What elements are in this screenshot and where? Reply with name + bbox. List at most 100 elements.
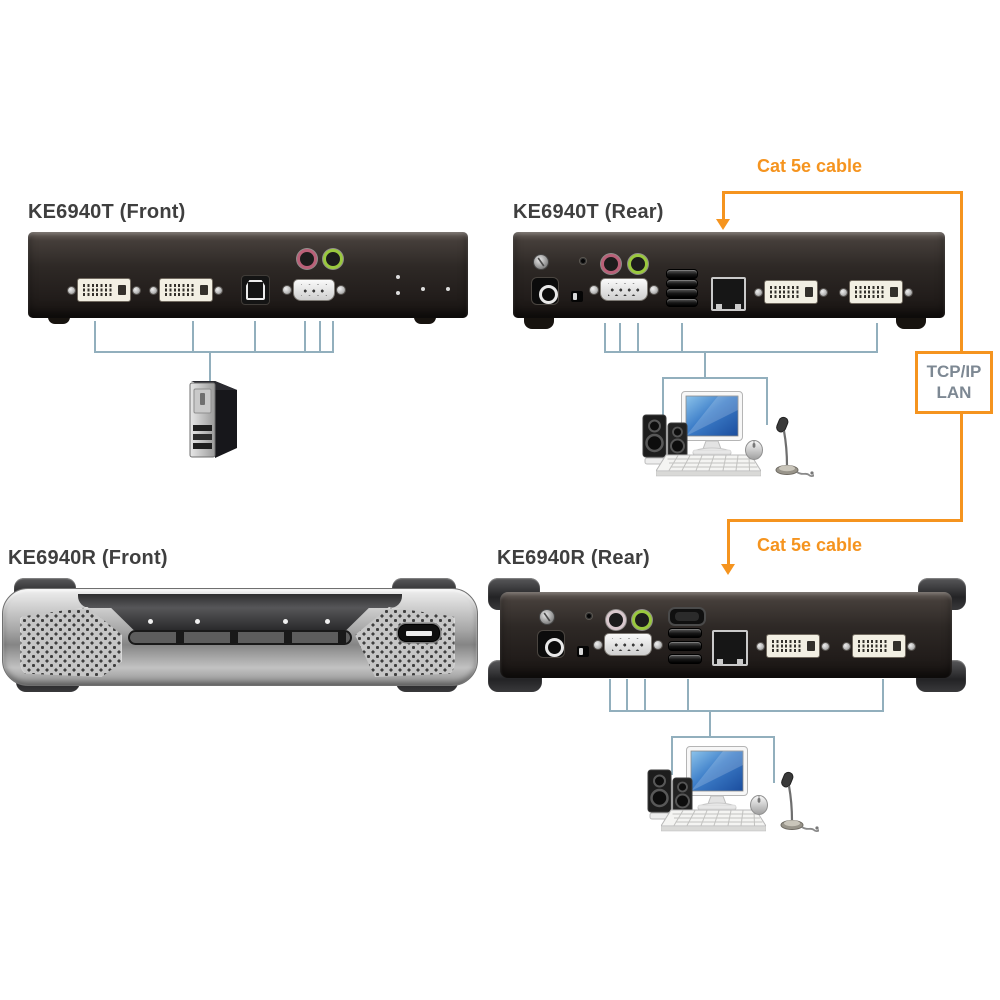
lan-label-line2: LAN — [936, 382, 972, 402]
device-foot — [48, 317, 70, 324]
device-foot — [414, 317, 436, 324]
speaker-jack-icon — [632, 610, 652, 630]
label-ke6940t-front: KE6940T (Front) — [28, 201, 186, 223]
usb-port-icon — [666, 288, 698, 298]
label-ke6940t-rear: KE6940T (Rear) — [513, 201, 664, 223]
connector-line — [254, 321, 256, 352]
db9-serial-port-icon — [283, 278, 345, 302]
connector-line — [637, 323, 639, 352]
top-recess — [78, 594, 402, 608]
speaker-jack-icon — [323, 249, 343, 269]
device-foot — [896, 317, 926, 329]
led-dots-icon — [148, 619, 153, 624]
usb-port-icon — [666, 269, 698, 279]
connector-line — [609, 679, 611, 712]
hdmi-port-icon — [668, 607, 706, 626]
connector-line — [704, 351, 706, 379]
db9-serial-port-icon — [590, 277, 658, 302]
connector-line — [662, 377, 664, 440]
microphone-icon — [775, 416, 814, 477]
cat5e-cable-line — [727, 519, 730, 566]
db9-face — [600, 278, 648, 301]
connector-line — [876, 323, 878, 352]
connector-line — [671, 736, 775, 738]
microphone-icon — [780, 771, 819, 832]
connector-line — [319, 321, 321, 352]
grounding-screw-icon — [534, 255, 548, 269]
connector-line — [332, 321, 334, 352]
console-set — [640, 390, 815, 485]
device-foot — [524, 317, 554, 329]
dvi-face — [852, 634, 906, 658]
db9-face — [604, 633, 652, 656]
usb-port-icon — [668, 654, 702, 664]
usb-b-port-icon — [242, 276, 269, 304]
down-arrow-icon — [721, 564, 735, 575]
dvi-face — [77, 278, 131, 302]
reset-button-icon — [580, 258, 586, 264]
ke6940r-rear-panel — [500, 592, 952, 678]
usb-port-icon — [668, 628, 702, 638]
mouse-icon — [745, 440, 763, 460]
connector-line — [619, 323, 621, 352]
dvi-port-icon — [840, 279, 912, 305]
connector-line — [773, 736, 775, 783]
switch-icon — [577, 646, 589, 657]
mic-jack-icon — [606, 610, 626, 630]
connector-line — [604, 323, 606, 352]
connector-line — [766, 377, 768, 425]
cat5e-cable-line — [722, 191, 725, 221]
power-jack-icon — [532, 278, 558, 304]
down-arrow-icon — [716, 219, 730, 230]
usb-port-icon — [666, 297, 698, 307]
connector-line — [644, 679, 646, 712]
connector-line — [662, 377, 768, 379]
connector-line — [609, 710, 884, 712]
cat5e-cable-line — [727, 519, 963, 522]
front-slant-band — [111, 608, 369, 630]
connector-line — [687, 679, 689, 712]
ke6940r-rear-unit — [486, 575, 968, 695]
label-ke6940r-rear: KE6940R (Rear) — [497, 547, 650, 569]
connector-line — [604, 351, 878, 353]
usb-front-port-icon — [398, 624, 440, 642]
label-ke6940r-front: KE6940R (Front) — [8, 547, 168, 569]
connector-line — [626, 679, 628, 712]
pc-tower-icon — [189, 381, 237, 458]
console-set — [645, 745, 820, 840]
db9-serial-port-icon — [594, 632, 662, 657]
ke6940r-front-unit — [0, 575, 480, 695]
dvi-port-icon — [843, 633, 915, 659]
cat5e-cable-line — [722, 191, 963, 194]
keyboard-icon — [656, 454, 761, 477]
led-dots-icon — [396, 275, 400, 279]
cat5e-cable-line — [960, 191, 963, 354]
monitor-icon — [681, 391, 743, 459]
usb-port-icon — [668, 641, 702, 651]
usb-port-icon — [666, 278, 698, 288]
connector-line — [304, 321, 306, 352]
pushbutton-strip — [128, 630, 352, 645]
rj45-port-icon — [711, 277, 746, 311]
grounding-screw-icon — [540, 610, 554, 624]
usb-stack-icon — [668, 628, 702, 664]
db9-face — [293, 279, 335, 301]
connector-line — [681, 323, 683, 352]
dvi-face — [766, 634, 820, 658]
vent-grille — [20, 607, 122, 677]
dvi-face — [764, 280, 818, 304]
dvi-port-icon — [755, 279, 827, 305]
dvi-port-icon — [757, 633, 829, 659]
mic-jack-icon — [297, 249, 317, 269]
rj45-port-icon — [712, 630, 748, 666]
dvi-port-icon — [150, 277, 222, 303]
ke6940t-front-panel — [28, 232, 468, 318]
cat5e-cable-label-top: Cat 5e cable — [757, 156, 863, 176]
cat5e-cable-line — [960, 412, 963, 522]
connector-line — [94, 321, 96, 352]
ke6940t-rear-panel — [513, 232, 945, 318]
switch-icon — [571, 291, 583, 302]
power-jack-icon — [538, 631, 564, 657]
lan-label-line1: TCP/IP — [926, 362, 982, 382]
